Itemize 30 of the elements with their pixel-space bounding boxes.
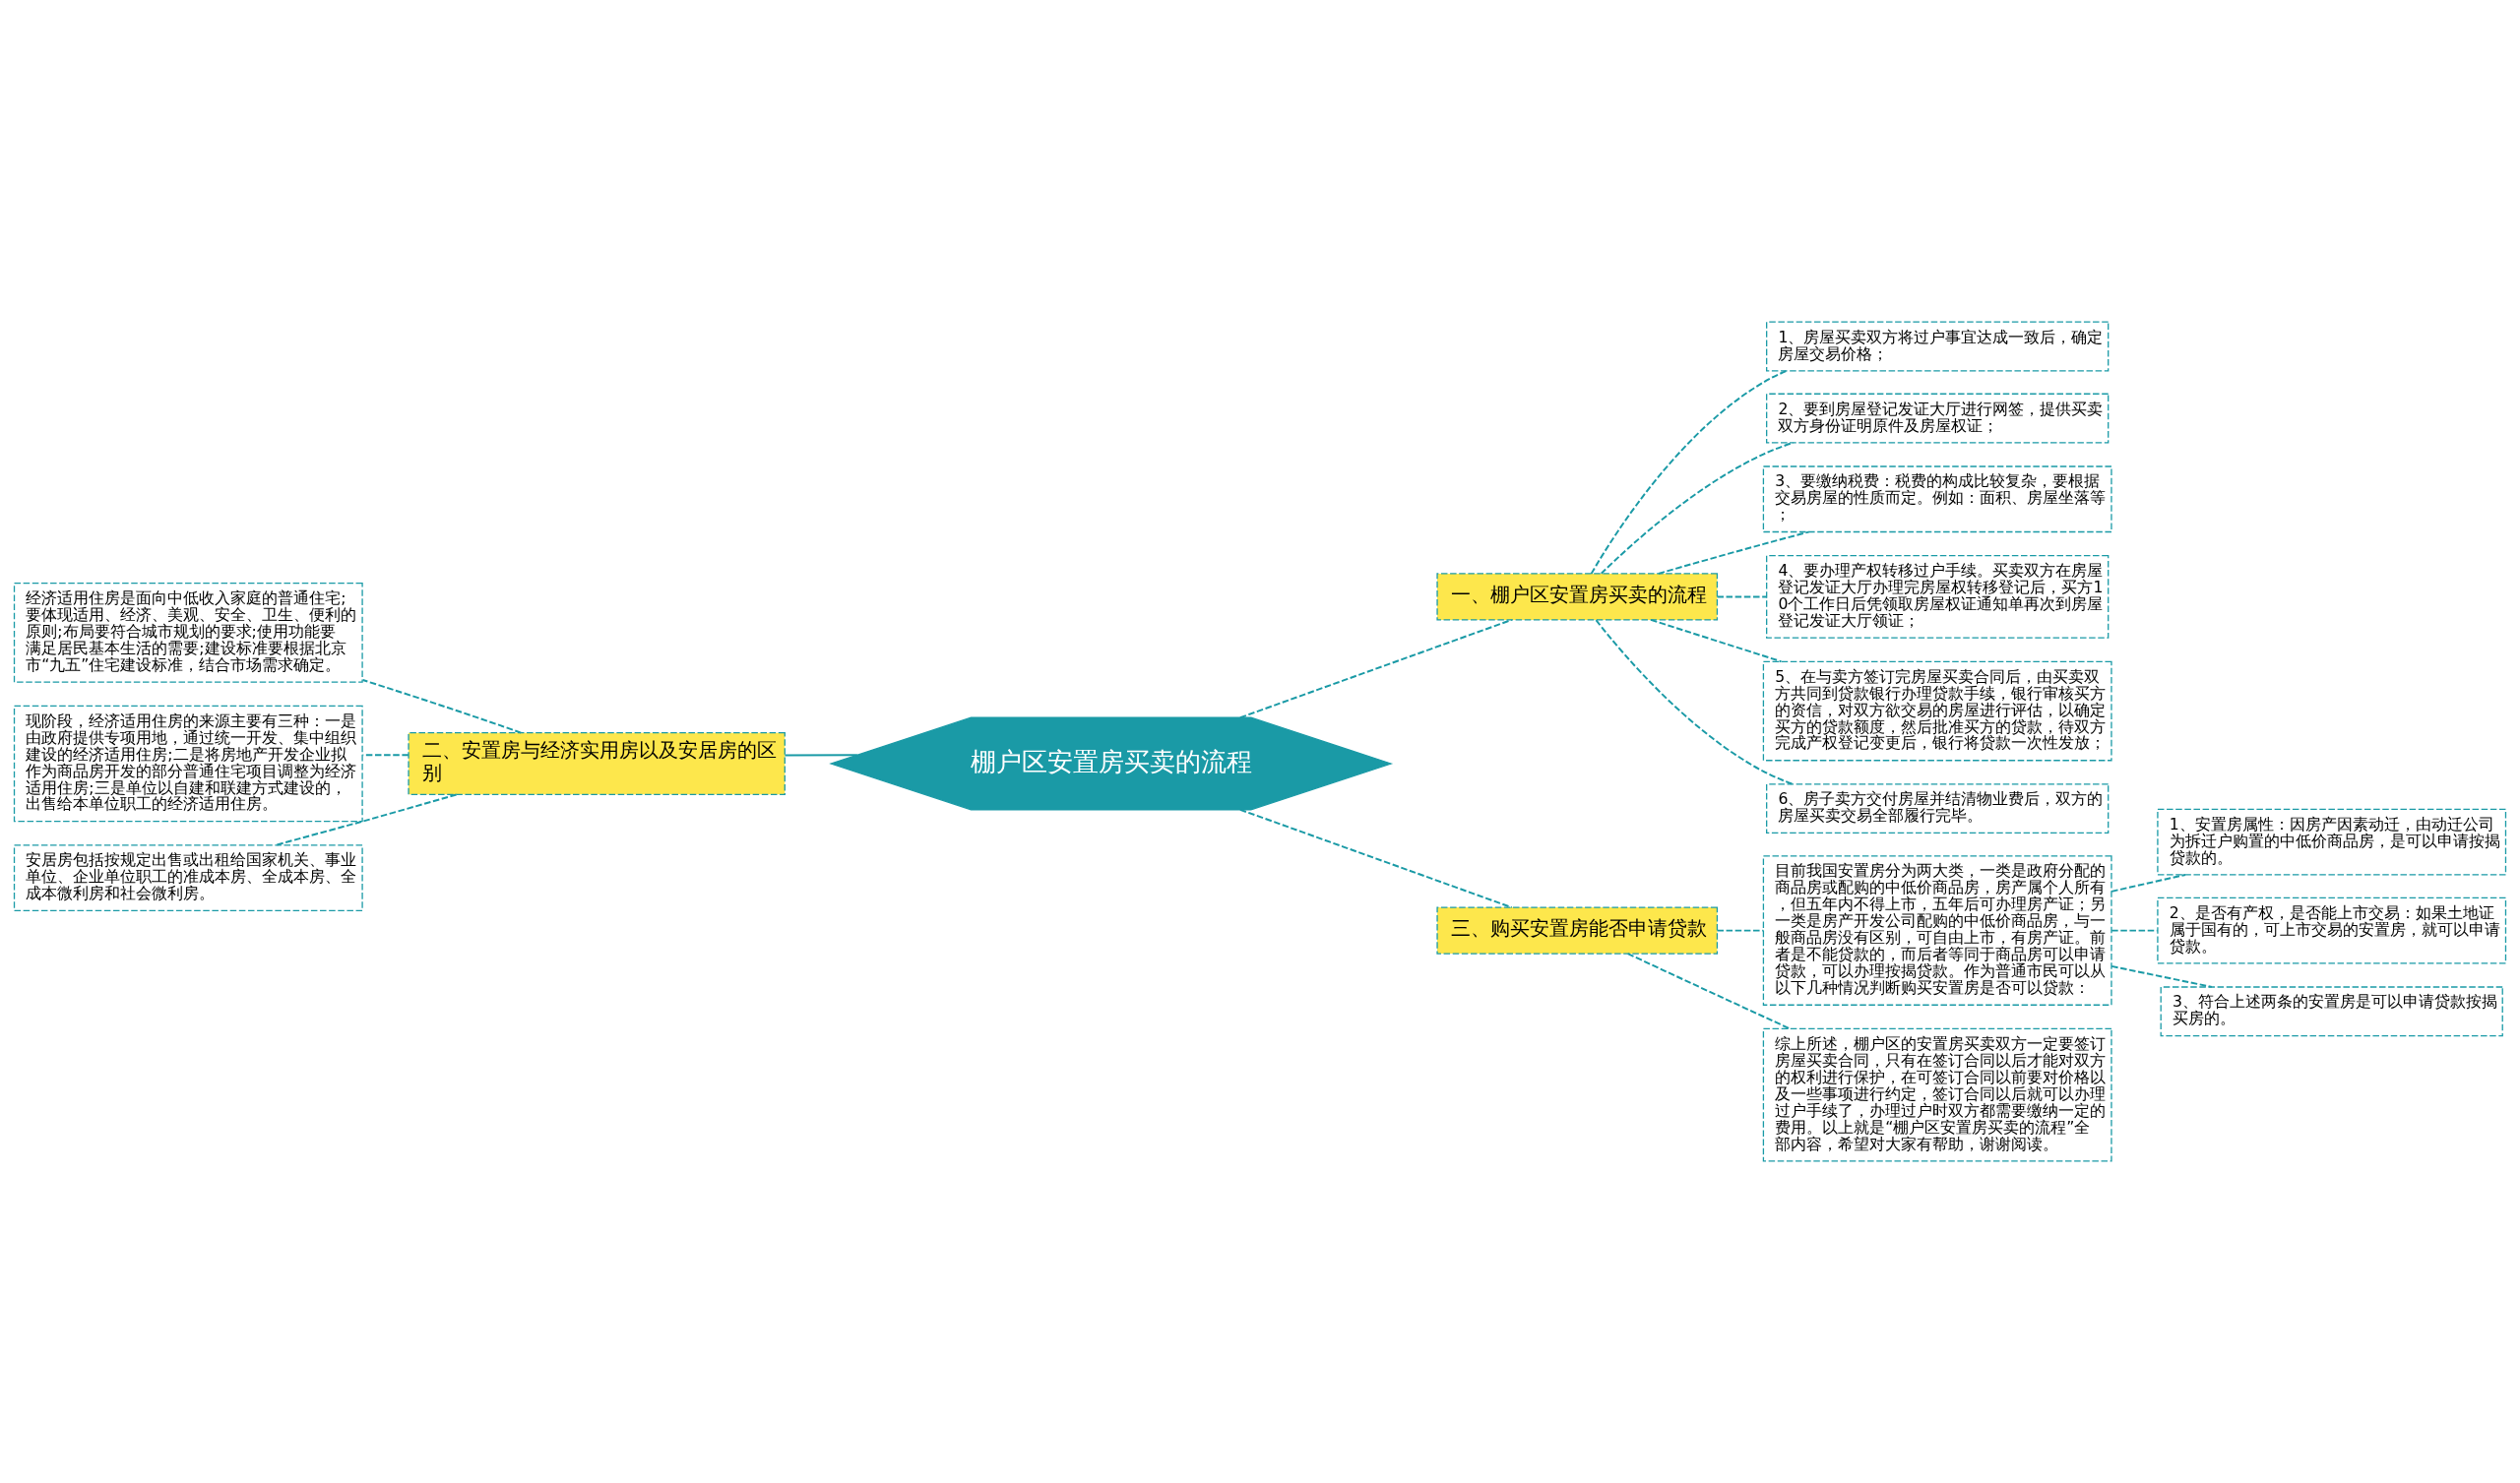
node-box: 一、棚户区安置房买卖的流程 <box>1436 573 1719 621</box>
connector <box>1238 618 1513 719</box>
node-box: 2、要到房屋登记发证大厅进行网签，提供买卖双方身份证明原件及房屋权证； <box>1766 393 2110 444</box>
node-box: 6、房子卖方交付房屋并结清物业费后，双方的房屋买卖交易全部履行完毕。 <box>1766 783 2110 834</box>
connector <box>1595 619 1794 785</box>
connector <box>1626 953 1792 1030</box>
connector <box>1716 929 1765 932</box>
node-box: 1、房屋买卖双方将过户事宜达成一致后，确定房屋交易价格； <box>1766 321 2110 372</box>
connector <box>2110 929 2159 932</box>
node-box: 安居房包括按规定出售或出租给国家机关、事业单位、企业单位职工的准成本房、全成本房、全成本微利房和社会微利房。 <box>13 844 363 912</box>
connector <box>1716 595 1768 598</box>
node-box: 经济适用住房是面向中低收入家庭的普通住宅;要体现适用、经济、美观、安全、卫生、便利的原则;布局要符合城市规划的要求;使用功能要满足居民基本生活的需要;建设标准要根据北京市“九五”住宅建设标准，结合市场需求确定。 <box>13 583 363 683</box>
node-box: 2、是否有产权，是否能上市交易：如果土地证属于国有的，可上市交易的安置房，就可以申请贷款。 <box>2157 896 2507 964</box>
node-box: 目前我国安置房分为两大类，一类是政府分配的商品房或配购的中低价商品房，房产属个人所有，但五年内不得上市，五年后可办理房产证；另一类是房产开发公司配购的中低价商品房，与一般商品房没有区别，可自由上市，有房产证。前者是不能贷款的，而后者等同于商品房可以申请贷款，可以办理按揭贷款。作为普通市民可以从以下几种情况判断购买安置房是否可以贷款： <box>1762 855 2112 1006</box>
node-box: 二、安置房与经济实用房以及安居房的区别 <box>408 732 786 795</box>
connector <box>1590 369 1789 575</box>
node-box: 3、要缴纳税费：税费的构成比较复杂，要根据交易房屋的性质而定。例如：面积、房屋坐落等； <box>1762 465 2112 533</box>
connector <box>1238 808 1513 909</box>
connector <box>361 679 523 734</box>
node-box: 三、购买安置房能否申请贷款 <box>1436 906 1719 955</box>
connector <box>784 754 858 757</box>
connector <box>1650 618 1783 663</box>
node-box: 现阶段，经济适用住房的来源主要有三种：一是由政府提供专项用地，通过统一开发、集中组织建设的经济适用住房;二是将房地产开发企业拟作为商品房开发的部分普通住宅项目调整为经济适用住房;三是单位以自建和联建方式建设的，出售给本单位职工的经济适用住房。 <box>13 705 363 823</box>
node-box: 3、符合上述两条的安置房是可以申请贷款按揭买房的。 <box>2160 986 2503 1037</box>
node-box: 综上所述，棚户区的安置房买卖双方一定要签订房屋买卖合同，只有在签订合同以后才能对双方的权利进行保护，在可签订合同以前要对价格以及一些事项进行约定，签订合同以后就可以办理过户手续了，办理过户时双方都需要缴纳一定的费用。以上就是“棚户区安置房买卖的流程”全部内容，希望对大家有帮助，谢谢阅读。 <box>1762 1027 2112 1162</box>
connector <box>2110 873 2186 893</box>
node-box: 4、要办理产权转移过户手续。买卖双方在房屋登记发证大厅办理完房屋权转移登记后，买方10个工作日后凭领取房屋权证通知单再次到房屋登记发证大厅领证； <box>1766 555 2110 639</box>
connector <box>1600 441 1795 575</box>
node-box: 5、在与卖方签订完房屋买卖合同后，由买卖双方共同到贷款银行办理贷款手续，银行审核买方的资信，对双方欲交易的房屋进行评估，以确定买方的贷款额度，然后批准买方的贷款，待双方完成产权登记变更后，银行将贷款一次性发放； <box>1762 660 2112 762</box>
node-box: 1、安置房属性：因房产因素动迁，由动迁公司为拆迁户购置的中低价商品房，是可以申请按揭贷款的。 <box>2157 808 2507 876</box>
